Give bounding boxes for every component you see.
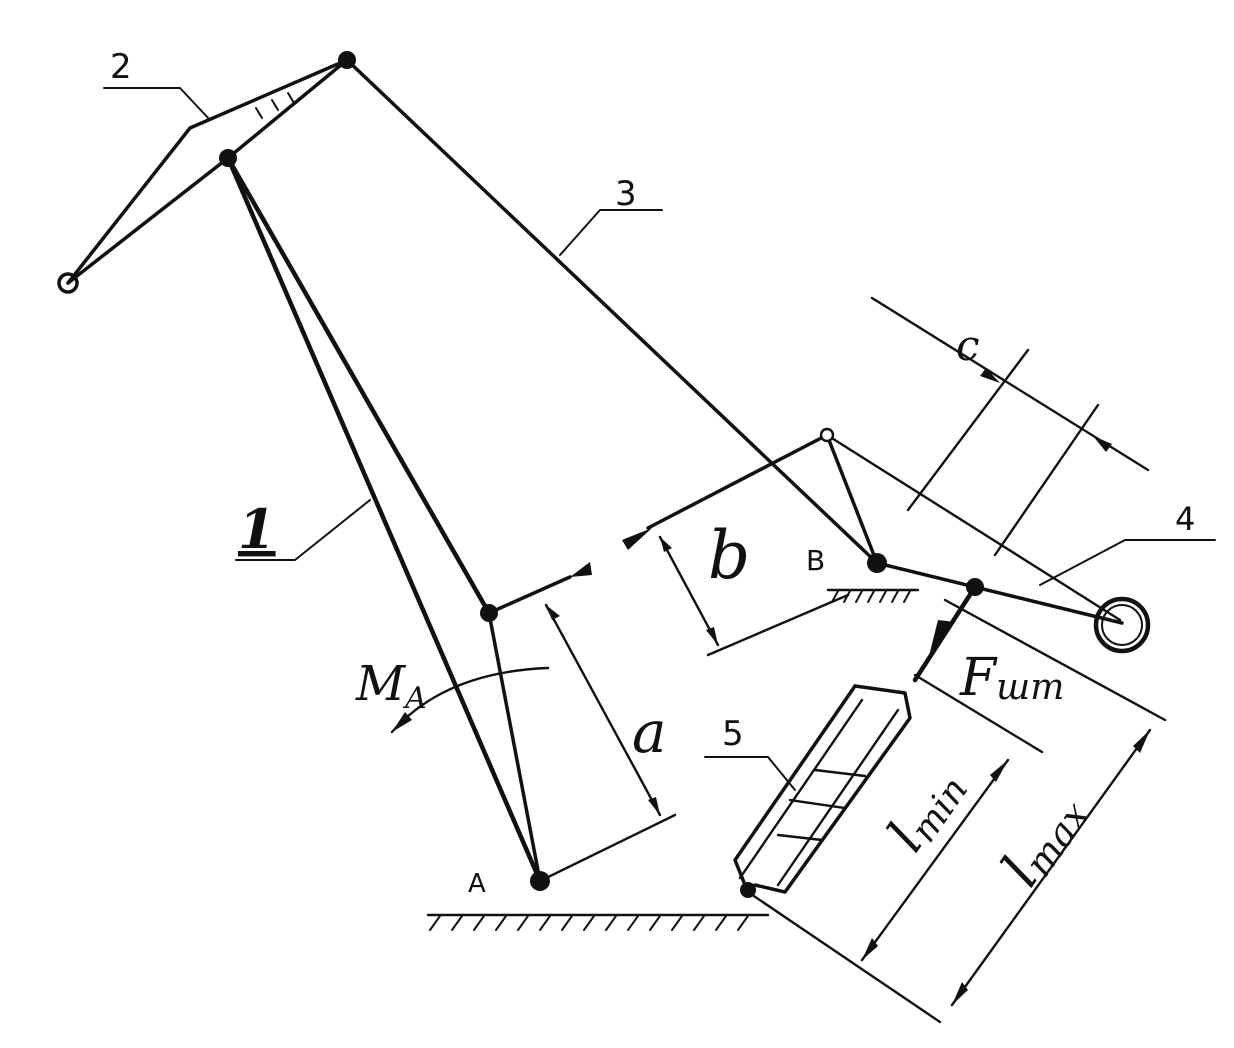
dimension-a <box>538 603 677 883</box>
joint-top <box>338 51 356 69</box>
label-lmin: lmin <box>876 758 976 864</box>
joint-cyl-top <box>966 578 984 596</box>
label-pivot-a: A <box>468 869 486 899</box>
label-moment: MA <box>355 656 427 716</box>
link-4 <box>875 561 1124 625</box>
force-letter: F <box>959 648 998 708</box>
label-dim-a: a <box>632 698 667 766</box>
moment-arc <box>390 666 550 734</box>
moment-subscript: A <box>402 681 427 716</box>
ground-support-b <box>826 588 920 603</box>
force-arrow <box>928 620 955 660</box>
label-link-1: 1 <box>238 497 276 561</box>
ground-support <box>426 913 770 931</box>
joint-apex <box>819 427 835 443</box>
joint-b <box>867 553 887 573</box>
label-lmax: lmax <box>989 782 1098 899</box>
label-dim-c: c <box>956 321 980 370</box>
counterweight <box>1093 596 1151 654</box>
label-pivot-b: B <box>806 544 825 577</box>
joint-hook <box>57 272 79 294</box>
joint-cyl-base <box>740 882 756 898</box>
dimension-b <box>570 528 850 657</box>
label-dim-b: b <box>708 517 750 594</box>
joint-a <box>530 871 550 891</box>
label-force: Fшт <box>959 648 1064 708</box>
link-1 <box>225 155 543 884</box>
dimension-c <box>870 296 1150 557</box>
joint-mid <box>480 604 498 622</box>
link-2 <box>66 58 349 285</box>
upper-beam <box>487 433 1122 622</box>
link-3 <box>345 58 879 565</box>
dimension-lmin-lmax <box>743 598 1167 1024</box>
joint-boom-top <box>219 149 237 167</box>
label-link-3: 3 <box>615 174 637 214</box>
label-link-5: 5 <box>722 714 744 754</box>
joints <box>57 51 984 898</box>
leader-lines <box>103 87 1216 791</box>
label-link-4: 4 <box>1175 500 1195 538</box>
moment-letter: M <box>355 656 407 712</box>
link-5-cylinder <box>733 584 978 894</box>
force-subscript: шт <box>996 667 1064 708</box>
label-link-2: 2 <box>110 47 132 87</box>
